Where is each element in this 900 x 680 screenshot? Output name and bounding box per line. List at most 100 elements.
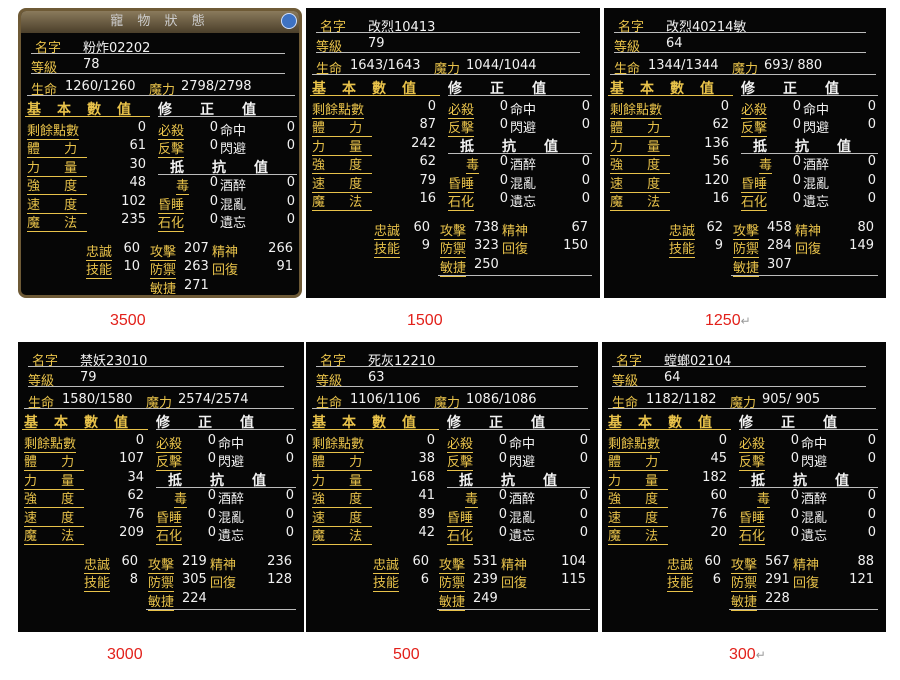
- basic-stats-header: 基: [608, 415, 622, 431]
- attack-value: 531: [473, 553, 498, 569]
- speed-label: 速 度: [608, 507, 669, 527]
- drunk-label: 酒醉: [510, 158, 537, 173]
- pet-name: 禁妖23010: [80, 354, 148, 369]
- attack-label: 攻擊: [439, 554, 466, 574]
- resist-header: 抗: [212, 159, 226, 176]
- attack-label: 攻擊: [150, 241, 177, 261]
- resist-header: 抵: [168, 472, 182, 489]
- basic-stats-header: 基: [312, 415, 326, 431]
- attack-label: 攻擊: [440, 220, 467, 240]
- attack-label: 攻擊: [733, 220, 760, 240]
- skill-label: 技能: [86, 259, 113, 279]
- modifier-header: 值: [823, 415, 837, 431]
- magic-label: 魔 法: [312, 191, 373, 211]
- hp-label: 生命: [614, 62, 641, 77]
- resist-header: 值: [254, 159, 268, 176]
- pet-hp: 1106/1106: [350, 392, 421, 407]
- critical-label: 必殺: [158, 120, 185, 140]
- remaining-points-label: 剩餘點數: [312, 99, 365, 119]
- pet-mp: 1044/1044: [466, 58, 537, 73]
- forget-label: 遺忘: [218, 529, 245, 544]
- return-mark: ↵: [740, 314, 751, 328]
- mp-label: 魔力: [434, 62, 461, 77]
- pet-level: 78: [83, 57, 100, 72]
- strength-label: 力 量: [312, 136, 373, 156]
- divider: [447, 429, 590, 430]
- poison-value: 0: [792, 154, 801, 169]
- toughness-value: 62: [419, 154, 436, 169]
- modifier-header: 修: [448, 81, 462, 97]
- forget-value: 0: [286, 212, 295, 227]
- basic-stats-header: 數: [372, 415, 386, 431]
- modifier-header: 值: [531, 415, 545, 431]
- modifier-header: 值: [532, 81, 546, 97]
- divider: [316, 52, 580, 53]
- mp-label: 魔力: [146, 396, 173, 411]
- speed-value: 89: [418, 506, 435, 522]
- resist-header: 抵: [751, 472, 765, 489]
- confuse-value: 0: [867, 172, 876, 188]
- hit-label: 命中: [510, 102, 537, 118]
- vitality-label: 體 力: [312, 451, 373, 471]
- modifier-header: 正: [198, 415, 212, 431]
- resist-header: 抗: [501, 472, 515, 489]
- poison-label: 毒: [757, 488, 771, 508]
- forget-label: 遺忘: [801, 529, 828, 544]
- toughness-value: 62: [127, 488, 144, 503]
- magic-label: 魔 法: [24, 525, 85, 545]
- sleep-value: 0: [499, 172, 508, 188]
- vitality-value: 87: [419, 117, 436, 132]
- attack-value: 219: [182, 553, 207, 569]
- magic-label: 魔 法: [608, 525, 669, 545]
- skill-label: 技能: [669, 238, 696, 258]
- recover-value: 115: [561, 572, 586, 587]
- vitality-value: 62: [712, 117, 729, 132]
- dodge-label: 閃避: [510, 121, 537, 136]
- divider: [610, 74, 876, 75]
- pet-name: 死灰12210: [368, 354, 436, 369]
- dodge-label: 閃避: [509, 455, 536, 470]
- basic-stats-header: 數: [668, 415, 682, 431]
- hp-label: 生命: [31, 83, 58, 98]
- skill-value: 10: [123, 259, 140, 274]
- stone-label: 石化: [447, 525, 474, 545]
- close-icon[interactable]: [281, 13, 297, 29]
- skill-label: 技能: [374, 238, 401, 258]
- agility-value: 224: [182, 590, 207, 606]
- attack-label: 攻擊: [148, 554, 175, 574]
- spirit-label: 精神: [502, 223, 529, 239]
- drunk-label: 酒醉: [803, 158, 830, 173]
- basic-stats-header: 數: [372, 81, 386, 97]
- hit-value: 0: [867, 432, 876, 448]
- magic-label: 魔 法: [610, 191, 671, 211]
- divider: [28, 366, 284, 367]
- critical-label: 必殺: [156, 433, 183, 453]
- basic-stats-header: 基: [27, 102, 41, 118]
- critical-value: 0: [792, 98, 801, 114]
- basic-stats-header: 本: [342, 415, 356, 431]
- price-value: 1250: [705, 312, 741, 329]
- recover-label: 回復: [210, 576, 237, 591]
- magic-value: 20: [710, 525, 727, 540]
- spirit-value: 80: [857, 219, 874, 235]
- sleep-label: 昏睡: [158, 194, 185, 214]
- pet-hp: 1260/1260: [65, 79, 136, 94]
- counter-value: 0: [207, 451, 216, 466]
- sleep-label: 昏睡: [156, 507, 183, 527]
- pet-level: 63: [368, 370, 385, 385]
- basic-stats-header: 值: [700, 81, 714, 97]
- stone-label: 石化: [158, 212, 185, 232]
- magic-label: 魔 法: [27, 212, 88, 232]
- speed-value: 120: [704, 172, 729, 188]
- resist-header: 值: [837, 138, 851, 155]
- pet-name: 改烈10413: [368, 20, 436, 35]
- loyalty-value: 60: [121, 553, 138, 569]
- basic-stats-header: 基: [24, 415, 38, 431]
- critical-value: 0: [499, 98, 508, 114]
- modifier-header: 值: [825, 81, 839, 97]
- drunk-value: 0: [581, 154, 590, 169]
- confuse-value: 0: [579, 506, 588, 522]
- poison-value: 0: [790, 488, 799, 503]
- agility-value: 249: [473, 590, 498, 606]
- counter-label: 反擊: [741, 117, 768, 137]
